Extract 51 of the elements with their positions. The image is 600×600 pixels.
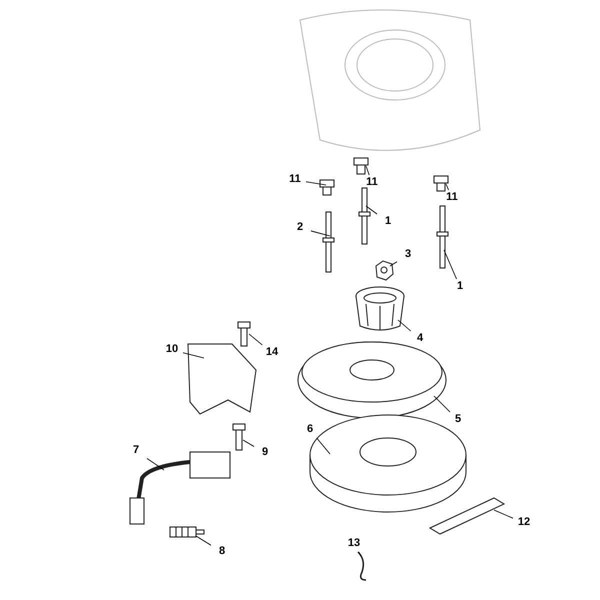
callout-number: 6: [300, 423, 320, 437]
callout-number: 1: [450, 280, 470, 294]
callout-number: 5: [448, 413, 468, 427]
fan-cup-drawing: [356, 286, 404, 330]
key-drawing: [428, 497, 506, 535]
callout-number: 1: [378, 215, 398, 229]
callout-number: 10: [162, 343, 182, 357]
screw-drawing: [434, 176, 448, 192]
leader-line: [434, 396, 450, 412]
leader-line: [444, 250, 457, 280]
callout-number: 9: [255, 446, 275, 460]
screw-drawing: [320, 180, 334, 196]
leader-line: [398, 320, 412, 332]
callout-number: 13: [344, 537, 364, 551]
leader-line: [310, 230, 330, 236]
nut-drawing: [375, 260, 394, 281]
callout-number: 11: [285, 173, 305, 187]
flywheel-fan-drawing: [298, 342, 446, 418]
leader-line: [358, 552, 362, 556]
callout-number: 7: [126, 444, 146, 458]
leader-line: [366, 206, 378, 214]
callout-number: 2: [290, 221, 310, 235]
leader-line: [446, 184, 449, 190]
clip-drawing: [357, 552, 366, 581]
screw-drawing: [232, 424, 246, 450]
callout-number: 8: [212, 545, 232, 559]
leader-line: [248, 334, 263, 346]
callout-number: 11: [442, 191, 462, 205]
callout-number: 12: [514, 516, 534, 530]
leader-line: [306, 181, 326, 186]
screw-drawing: [354, 158, 368, 174]
callout-number: 11: [362, 176, 382, 190]
spark-plug-drawing: [170, 526, 204, 538]
leader-line: [390, 261, 398, 266]
stud-bolt-drawing: [322, 212, 334, 272]
leader-line: [196, 536, 212, 546]
callout-number: 3: [398, 248, 418, 262]
screw-drawing: [238, 322, 250, 346]
flywheel-drawing: [310, 414, 466, 512]
callout-number: 14: [262, 346, 282, 360]
stud-bolt-drawing: [358, 188, 370, 244]
stud-bolt-drawing: [436, 206, 448, 268]
leader-line: [146, 458, 164, 470]
leader-line: [366, 166, 370, 176]
ignition-coil-drawing: [130, 452, 230, 524]
leader-line: [242, 440, 254, 447]
callout-number: 4: [410, 332, 430, 346]
leader-line: [494, 510, 514, 519]
bracket-drawing: [187, 344, 257, 415]
leader-line: [316, 438, 330, 454]
leader-line: [182, 352, 204, 358]
